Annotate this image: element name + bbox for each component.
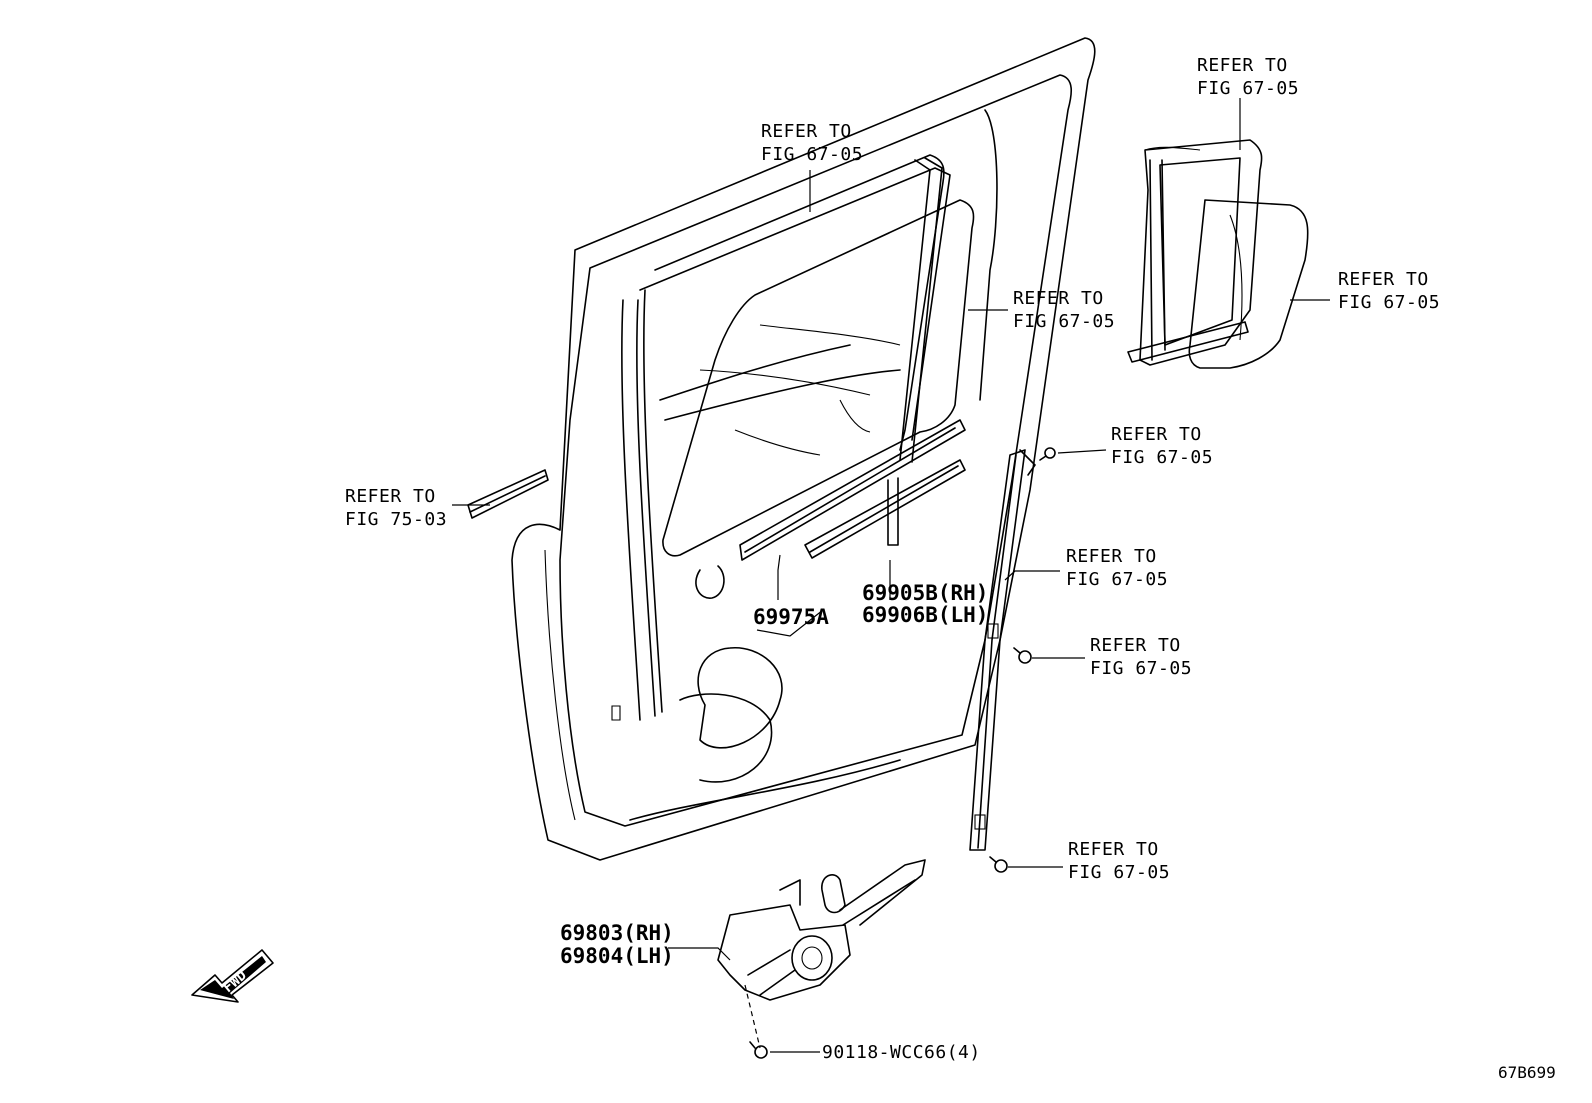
door-glass <box>662 157 975 557</box>
callout-center-right[interactable]: REFER TO FIG 67-05 <box>1013 288 1115 332</box>
callout-line2: FIG 67-05 <box>1338 292 1440 313</box>
glass-bracket <box>887 477 899 546</box>
quarter-glass-assembly <box>1127 139 1309 369</box>
beltline-weatherstrip-69975A <box>739 419 966 561</box>
part-number-69906B[interactable]: 69906B(LH) <box>862 603 988 627</box>
figure-code: 67B699 <box>1498 1063 1556 1082</box>
lower-front-strip <box>467 469 549 519</box>
callout-line1: REFER TO <box>1068 839 1159 860</box>
callout-line1: REFER TO <box>761 121 852 142</box>
part-number-69975A[interactable]: 69975A <box>753 605 829 629</box>
callout-line1: REFER TO <box>1066 546 1157 567</box>
callout-line1: REFER TO <box>1111 424 1202 445</box>
callout-line2: FIG 75-03 <box>345 509 447 530</box>
callout-line2: FIG 67-05 <box>1066 569 1168 590</box>
part-number-69803[interactable]: 69803(RH) <box>560 921 674 945</box>
part-number-69905B[interactable]: 69905B(RH) <box>862 581 988 605</box>
callout-line1: REFER TO <box>345 486 436 507</box>
callout-line2: FIG 67-05 <box>1013 311 1115 332</box>
callout-bolt-mid[interactable]: REFER TO FIG 67-05 <box>1090 635 1192 679</box>
bolt-icon-mid <box>1013 647 1032 664</box>
bolt-icon-regulator <box>749 1041 768 1059</box>
callout-top-center[interactable]: REFER TO FIG 67-05 <box>761 121 863 165</box>
callout-line1: REFER TO <box>1197 55 1288 76</box>
callout-line1: REFER TO <box>1338 269 1429 290</box>
callout-line2: FIG 67-05 <box>1111 447 1213 468</box>
callout-line2: FIG 67-05 <box>1068 862 1170 883</box>
bolt-icon-low <box>989 856 1008 873</box>
bolt-icon-top <box>1039 447 1056 461</box>
leader-lines <box>452 98 1330 1053</box>
callout-line1: REFER TO <box>1090 635 1181 656</box>
callout-line2: FIG 67-05 <box>1090 658 1192 679</box>
callout-line1: REFER TO <box>1013 288 1104 309</box>
fwd-arrow-icon: FWD <box>191 949 274 1003</box>
window-regulator-assembly <box>717 859 926 1049</box>
callout-right-glass[interactable]: REFER TO FIG 67-05 <box>1338 269 1440 313</box>
part-number-69804[interactable]: 69804(LH) <box>560 944 674 968</box>
callout-line2: FIG 67-05 <box>1197 78 1299 99</box>
callout-bolt-top[interactable]: REFER TO FIG 67-05 <box>1111 424 1213 468</box>
callout-left[interactable]: REFER TO FIG 75-03 <box>345 486 447 530</box>
callout-bolt-low[interactable]: REFER TO FIG 67-05 <box>1068 839 1170 883</box>
part-number-90118[interactable]: 90118-WCC66(4) <box>822 1042 981 1063</box>
callout-channel[interactable]: REFER TO FIG 67-05 <box>1066 546 1168 590</box>
rear-door-panel <box>511 37 1096 861</box>
outer-weatherstrip-69905B <box>804 459 966 559</box>
rear-glass-channel <box>969 449 1036 851</box>
callout-top-right[interactable]: REFER TO FIG 67-05 <box>1197 55 1299 99</box>
callout-line2: FIG 67-05 <box>761 144 863 165</box>
